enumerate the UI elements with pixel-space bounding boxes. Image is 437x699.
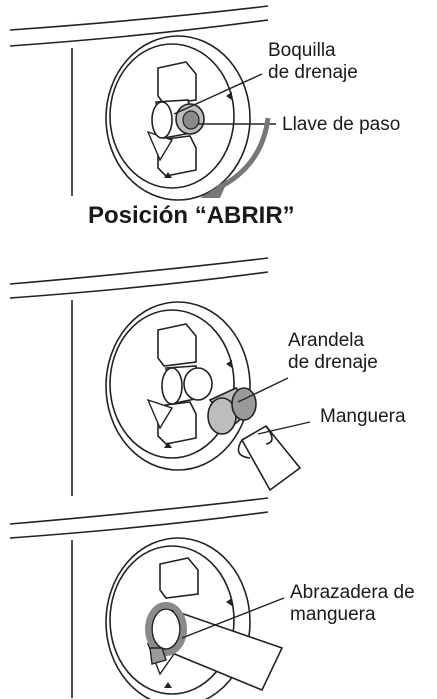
outer-ring — [105, 537, 251, 699]
washer-label: Arandela — [288, 330, 365, 351]
upper-tab — [157, 323, 197, 367]
hose-label: Manguera — [320, 406, 406, 427]
clamp-leader-line — [181, 597, 285, 639]
lower-tab-wedge — [146, 398, 174, 430]
clamp-label: Abrazadera de — [290, 582, 415, 603]
nozzle-label: Boquilla — [268, 40, 336, 61]
valve-label: Llave de paso — [282, 114, 401, 135]
hose — [240, 424, 302, 492]
hose-clamp-panel: Abrazadera de manguera — [0, 497, 437, 699]
open-position-caption: Posición “ABRIR” — [88, 202, 295, 229]
housing-top-edge — [9, 497, 269, 525]
nozzle-leader-line — [173, 73, 263, 115]
close-marker-triangle — [164, 172, 172, 178]
housing-top-edge — [9, 5, 269, 31]
inner-ring — [109, 545, 235, 695]
housing-top-edge-inner — [9, 271, 269, 299]
hose-clamp-illustration — [9, 497, 285, 699]
drain-open-illustration — [9, 5, 276, 201]
hose-leader-line — [257, 421, 311, 435]
drain-open-panel: Boquilla de drenaje Llave de paso — [0, 0, 437, 201]
close-marker-triangle — [164, 682, 172, 688]
clamp-label-line2: manguera — [290, 604, 376, 625]
open-marker-triangle — [226, 92, 232, 100]
housing-top-edge — [9, 257, 269, 285]
clamp-tab — [149, 647, 167, 665]
washer-label-line2: de drenaje — [288, 352, 378, 373]
close-marker-triangle — [164, 442, 172, 448]
open-marker-triangle — [226, 598, 232, 606]
rotation-arrow-head — [200, 180, 228, 198]
outer-ring — [105, 35, 251, 201]
drain-washer-panel: Arandela de drenaje Manguera — [0, 257, 437, 498]
upper-tab — [159, 557, 199, 599]
drain-washer-illustration — [9, 257, 311, 496]
upper-tab — [157, 61, 197, 105]
hose-clamp — [145, 602, 187, 656]
inner-ring — [109, 309, 235, 459]
open-marker-triangle — [226, 360, 232, 368]
nozzle-label-line2: de drenaje — [268, 62, 358, 83]
housing-top-edge-inner — [9, 19, 269, 47]
washer-leader-line — [237, 377, 289, 403]
outer-ring — [105, 301, 251, 471]
housing-top-edge-inner — [9, 511, 269, 539]
inner-ring — [109, 43, 235, 189]
